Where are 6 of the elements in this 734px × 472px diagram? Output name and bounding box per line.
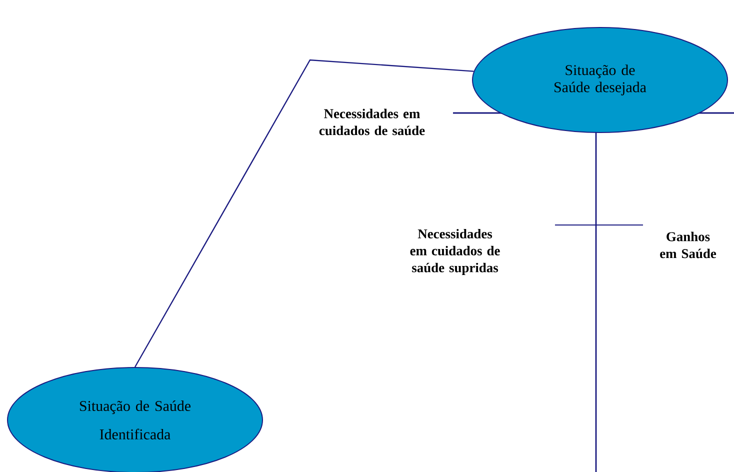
- ellipse-node: Situação de Saúde desejada: [472, 27, 728, 133]
- text-label: Necessidades em cuidados de saúde supridas: [410, 228, 500, 276]
- connector-line: [134, 59, 474, 368]
- ellipse-node: Situação de Saúde Identificada: [7, 367, 263, 472]
- text-label: Necessidades em cuidados de saúde: [319, 108, 425, 136]
- text-label: Ganhos em Saúde: [660, 232, 716, 258]
